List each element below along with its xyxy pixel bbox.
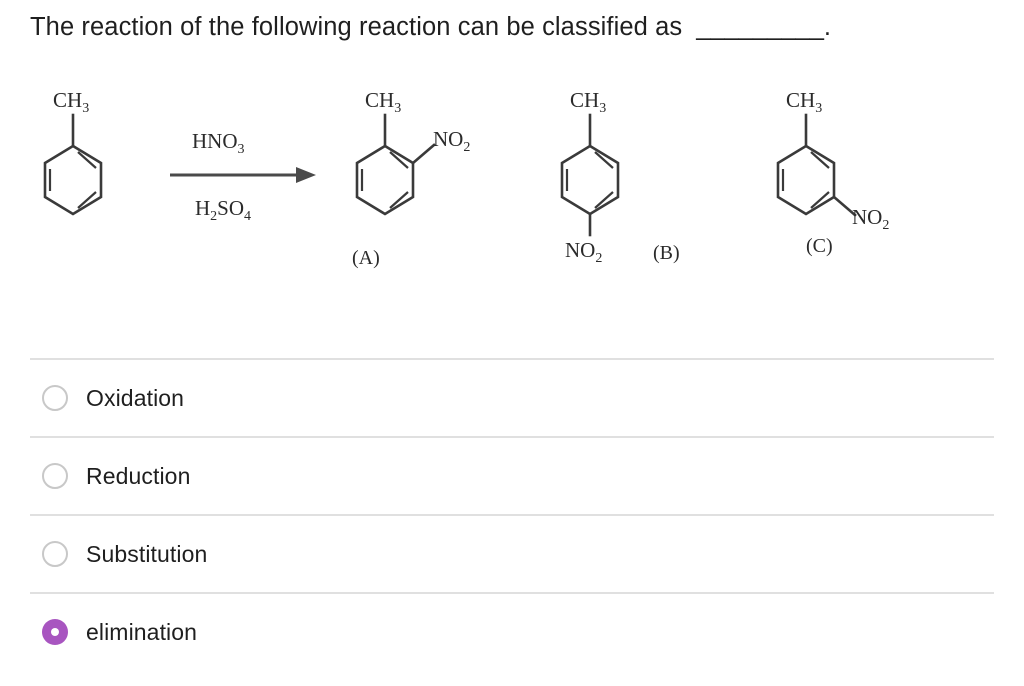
radio-button-substitution[interactable] — [42, 541, 68, 567]
answer-option-substitution[interactable]: Substitution — [30, 514, 994, 592]
answer-option-oxidation[interactable]: Oxidation — [30, 358, 994, 436]
reagent-h2so4-label: H2SO4 — [195, 196, 251, 224]
radio-button-oxidation[interactable] — [42, 385, 68, 411]
molecule-product-a-ortho: CH3 NO2 (A) — [352, 88, 470, 269]
molecule-toluene: CH3 — [43, 88, 103, 216]
molecule-product-b-para: CH3 NO2 (B) — [560, 88, 680, 266]
product-c-no2-label: NO2 — [852, 205, 889, 233]
reagent-hno3-label: HNO3 — [192, 129, 245, 157]
reaction-arrow-head — [296, 167, 316, 183]
answer-option-label: elimination — [86, 618, 198, 645]
product-b-tag: (B) — [653, 242, 680, 264]
answer-option-label: Substitution — [86, 540, 208, 567]
product-b-ch3-label: CH3 — [570, 88, 606, 116]
product-c-ch3-label: CH3 — [786, 88, 822, 116]
answer-option-label: Oxidation — [86, 384, 185, 411]
answer-option-label: Reduction — [86, 462, 191, 489]
product-c-tag: (C) — [806, 235, 833, 257]
product-a-tag: (A) — [352, 247, 380, 269]
molecule-product-c-meta: CH3 NO2 (C) — [776, 88, 889, 257]
answer-option-elimination[interactable]: elimination — [30, 592, 994, 670]
answer-option-reduction[interactable]: Reduction — [30, 436, 994, 514]
product-a-ch3-label: CH3 — [365, 88, 401, 116]
product-a-no2-label: NO2 — [433, 127, 470, 155]
toluene-ch3-label: CH3 — [53, 88, 89, 116]
answer-options-list: Oxidation Reduction Substitution elimina… — [0, 358, 1024, 670]
radio-button-reduction[interactable] — [42, 463, 68, 489]
product-b-no2-label: NO2 — [565, 238, 602, 266]
reaction-scheme-figure: CH3 HNO3 H2SO4 CH3 NO2 (A) CH3 — [0, 72, 1024, 297]
question-statement: The reaction of the following reaction c… — [30, 13, 683, 41]
radio-button-elimination[interactable] — [42, 619, 68, 645]
question-blank: _________. — [696, 13, 831, 41]
question-prompt: The reaction of the following reaction c… — [30, 10, 1010, 44]
reaction-arrow-group: HNO3 H2SO4 — [170, 129, 316, 224]
